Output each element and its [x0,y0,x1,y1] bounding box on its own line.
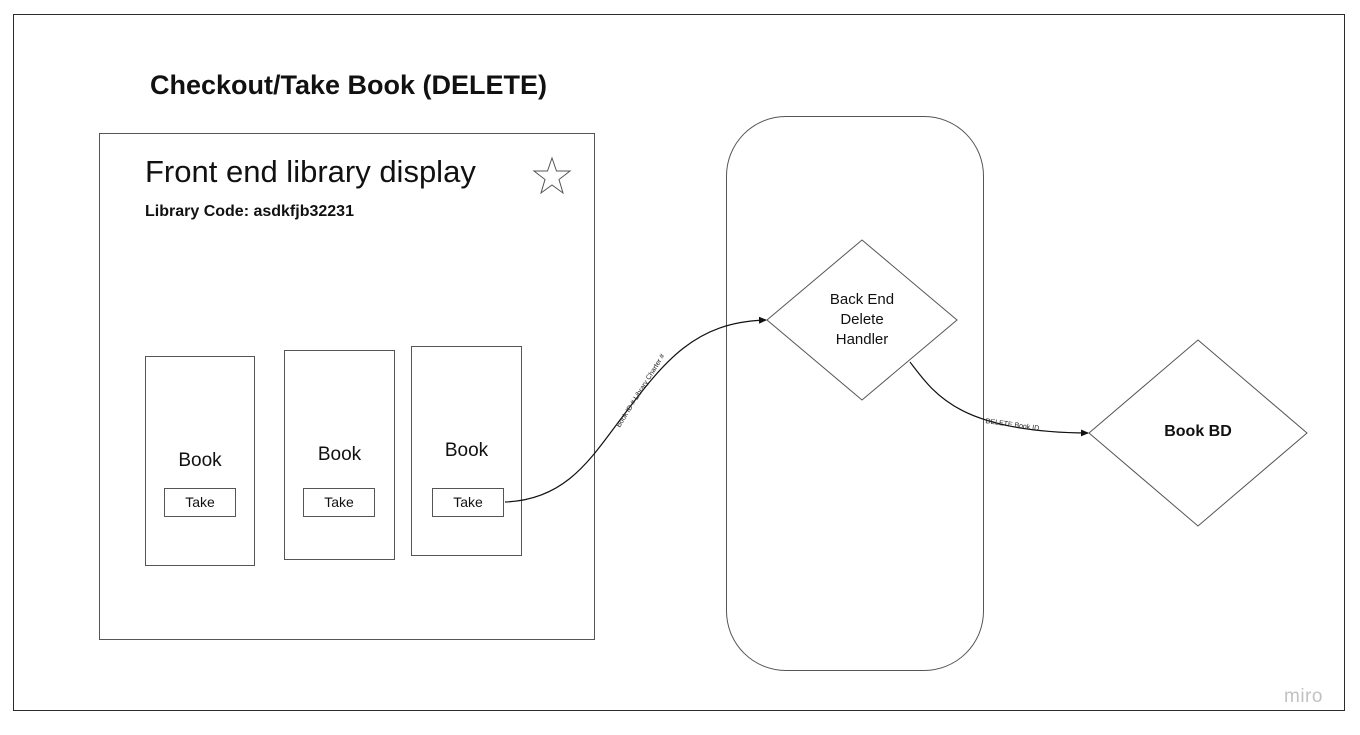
star-icon[interactable] [532,156,572,196]
backend-container [726,116,984,671]
take-button[interactable]: Take [164,488,236,517]
frontend-panel-title: Front end library display [145,154,476,189]
backend-handler-label: Back End Delete Handler [812,290,912,350]
book-card: Book Take [145,356,255,566]
backend-handler-line: Handler [835,331,889,348]
book-db-label: Book BD [1164,423,1232,440]
book-label: Book [444,440,489,461]
diagram-title: Checkout/Take Book (DELETE) [150,70,548,100]
book-label: Book [317,444,362,465]
library-code: Library Code: asdkfjb32231 [145,203,354,220]
backend-handler-line: Back End [829,291,895,308]
take-button[interactable]: Take [303,488,375,517]
diagram-frame [13,14,1345,711]
miro-watermark: miro [1284,686,1323,707]
backend-handler-line: Delete [840,311,884,328]
book-card: Book Take [411,346,522,556]
book-label: Book [178,450,222,471]
book-card: Book Take [284,350,395,560]
take-button[interactable]: Take [432,488,504,517]
